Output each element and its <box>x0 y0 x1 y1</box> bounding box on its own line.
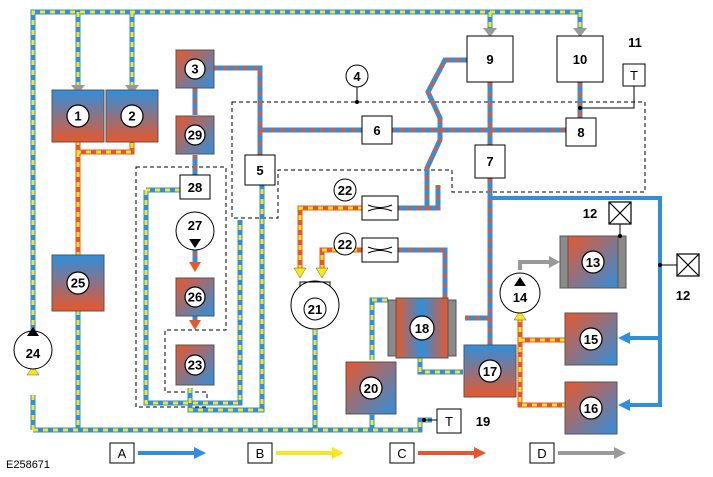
legend-key-c: C <box>397 446 406 461</box>
component-12-upper: 12 <box>579 201 632 238</box>
component-9: 9 <box>466 35 514 83</box>
label-27: 27 <box>188 218 202 233</box>
label-26: 26 <box>188 290 202 305</box>
gray-arrowhead <box>549 256 560 268</box>
component-22-upper: 22 <box>333 178 399 221</box>
label-23: 23 <box>188 358 202 373</box>
legend-item-b: B <box>247 442 344 464</box>
component-7: 7 <box>474 144 506 179</box>
component-8: 8 <box>565 117 597 147</box>
hot-pipes <box>192 57 585 345</box>
label-9: 9 <box>486 52 493 67</box>
label-6: 6 <box>373 123 380 138</box>
blue-arrowheads <box>618 332 630 411</box>
temperature-sensor-11: T <box>630 68 638 83</box>
component-14-pump: 14 <box>499 272 541 314</box>
callout-4: 4 <box>345 64 369 104</box>
component-17: 17 <box>463 344 517 398</box>
component-27-pump: 27 <box>175 211 215 251</box>
boundary-lines <box>135 101 646 408</box>
label-15: 15 <box>584 332 598 347</box>
label-8: 8 <box>577 125 584 140</box>
label-2: 2 <box>128 109 135 124</box>
component-13: 13 <box>559 235 627 289</box>
label-25: 25 <box>71 276 85 291</box>
component-22-lower: 22 <box>333 232 399 263</box>
label-21: 21 <box>308 302 322 317</box>
legend-item-a: A <box>109 442 206 464</box>
legend-key-b: B <box>256 446 265 461</box>
component-2: 2 <box>105 89 159 143</box>
label-7: 7 <box>486 154 493 169</box>
blue-lines <box>490 196 662 407</box>
gray-pipe <box>518 260 550 270</box>
red-arrowheads <box>189 262 201 330</box>
legend-key-a: A <box>118 446 127 461</box>
label-22b: 22 <box>338 237 352 252</box>
label-28: 28 <box>188 180 202 195</box>
component-19: T 19 <box>422 408 494 434</box>
component-28: 28 <box>179 174 211 200</box>
component-12-lower: 12 <box>658 253 700 306</box>
label-29: 29 <box>188 128 202 143</box>
yellow-arrowheads <box>26 267 527 376</box>
temperature-sensor-19: T <box>445 414 453 429</box>
component-29: 29 <box>175 115 215 155</box>
component-15: 15 <box>564 312 618 366</box>
label-11: 11 <box>628 35 642 50</box>
diagram-reference: E258671 <box>6 459 50 471</box>
label-16: 16 <box>584 401 598 416</box>
label-4: 4 <box>353 69 361 84</box>
legend: A B C D <box>109 442 626 464</box>
label-12b: 12 <box>676 288 690 303</box>
component-23: 23 <box>175 344 215 386</box>
label-20: 20 <box>364 381 378 396</box>
component-16: 16 <box>564 381 618 435</box>
label-19: 19 <box>476 414 490 429</box>
label-18: 18 <box>415 321 429 336</box>
label-10: 10 <box>573 52 587 67</box>
legend-item-c: C <box>389 442 486 464</box>
legend-item-d: D <box>529 442 626 464</box>
label-17: 17 <box>483 364 497 379</box>
component-18: 18 <box>387 297 457 359</box>
component-5: 5 <box>244 154 276 186</box>
component-6: 6 <box>361 115 393 145</box>
legend-key-d: D <box>537 446 546 461</box>
component-25: 25 <box>51 254 105 312</box>
label-22a: 22 <box>338 183 352 198</box>
component-11: 11 T <box>578 31 646 110</box>
label-5: 5 <box>256 163 263 178</box>
component-21: 21 <box>290 280 340 330</box>
component-10: 10 <box>556 35 604 83</box>
label-13: 13 <box>586 255 600 270</box>
component-26: 26 <box>175 277 215 317</box>
label-14: 14 <box>513 290 528 305</box>
component-20: 20 <box>345 361 397 415</box>
component-3: 3 <box>175 49 215 89</box>
label-24: 24 <box>26 346 41 361</box>
component-1: 1 <box>51 89 105 143</box>
label-1: 1 <box>74 109 81 124</box>
component-24-pump: 24 <box>13 327 53 370</box>
label-3: 3 <box>191 62 198 77</box>
label-12a: 12 <box>583 206 597 221</box>
